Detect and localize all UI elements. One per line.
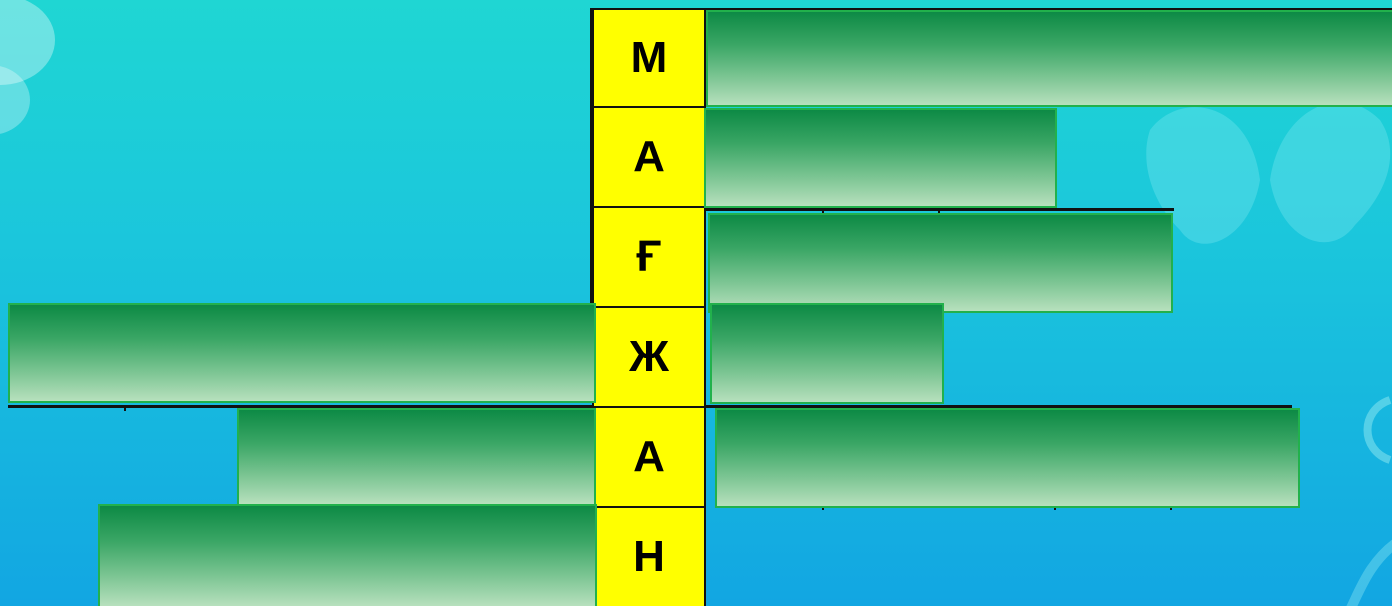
- answer-bar-row-5-left[interactable]: [237, 408, 596, 506]
- butterfly-decoration-left: [0, 0, 80, 150]
- grid-line-row-3: [706, 208, 1174, 211]
- grid-tick: [124, 406, 126, 411]
- key-letter: Ғ: [637, 232, 662, 282]
- butterfly-decoration-right: [1140, 90, 1392, 290]
- key-cell-2: А: [592, 108, 706, 208]
- key-cell-6: Н: [592, 508, 706, 606]
- answer-bar-row-5-right[interactable]: [715, 408, 1300, 508]
- answer-bar-row-4-right[interactable]: [710, 303, 944, 404]
- swirl-decoration-right: [1340, 380, 1392, 606]
- key-cell-5: А: [592, 408, 706, 508]
- answer-bar-row-2-right[interactable]: [704, 108, 1057, 208]
- key-letter: А: [633, 432, 665, 482]
- key-cell-4: Ж: [592, 308, 706, 408]
- answer-bar-row-6-left[interactable]: [98, 504, 597, 606]
- answer-bar-row-3-right[interactable]: [708, 213, 1173, 313]
- key-letter: А: [633, 132, 665, 182]
- key-cell-1: М: [592, 8, 706, 108]
- answer-bar-row-1-right[interactable]: [706, 10, 1392, 107]
- key-letter: Н: [633, 532, 665, 582]
- key-cell-3: Ғ: [592, 208, 706, 308]
- key-letter: М: [631, 33, 668, 83]
- key-letter: Ж: [629, 332, 669, 382]
- answer-bar-row-4-left[interactable]: [8, 303, 596, 403]
